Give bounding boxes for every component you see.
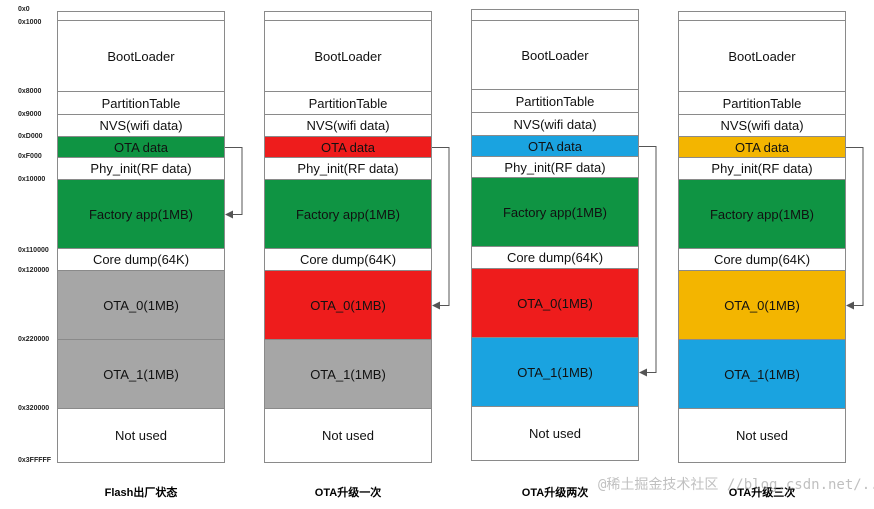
partition-ota-data: OTA data (264, 137, 432, 158)
ota-boot-arrow (639, 146, 657, 377)
partition-header (678, 11, 846, 21)
partition-phy-init-rf-data: Phy_init(RF data) (678, 158, 846, 180)
ota-boot-arrow (846, 147, 864, 310)
partition-ota-1-1mb: OTA_1(1MB) (471, 338, 639, 407)
partition-ota-0-1mb: OTA_0(1MB) (678, 271, 846, 340)
partition-partitiontable: PartitionTable (264, 92, 432, 115)
address-label: 0xF000 (18, 153, 42, 160)
address-label: 0xD000 (18, 133, 43, 140)
address-label: 0x10000 (18, 176, 46, 183)
partition-phy-init-rf-data: Phy_init(RF data) (57, 158, 225, 180)
partition-ota-1-1mb: OTA_1(1MB) (57, 340, 225, 409)
partition-not-used: Not used (264, 409, 432, 463)
address-label: 0x220000 (18, 336, 50, 343)
ota-boot-arrow (225, 147, 243, 219)
partition-nvs-wifi-data: NVS(wifi data) (678, 115, 846, 137)
partition-core-dump-64k: Core dump(64K) (471, 247, 639, 269)
partition-header (264, 11, 432, 21)
partition-ota-data: OTA data (57, 137, 225, 158)
partition-partitiontable: PartitionTable (471, 90, 639, 113)
partition-ota-0-1mb: OTA_0(1MB) (471, 269, 639, 338)
partition-ota-1-1mb: OTA_1(1MB) (678, 340, 846, 409)
partition-ota-data: OTA data (471, 136, 639, 157)
partition-core-dump-64k: Core dump(64K) (264, 249, 432, 271)
partition-partitiontable: PartitionTable (57, 92, 225, 115)
partition-phy-init-rf-data: Phy_init(RF data) (471, 157, 639, 178)
address-label: 0x0 (18, 6, 30, 13)
partition-nvs-wifi-data: NVS(wifi data) (57, 115, 225, 137)
partition-ota-0-1mb: OTA_0(1MB) (57, 271, 225, 340)
address-label: 0x120000 (18, 267, 50, 274)
partition-factory-app-1mb: Factory app(1MB) (264, 180, 432, 249)
partition-header (471, 9, 639, 21)
partition-ota-1-1mb: OTA_1(1MB) (264, 340, 432, 409)
partition-phy-init-rf-data: Phy_init(RF data) (264, 158, 432, 180)
column-caption: Flash出厂状态 (104, 487, 178, 499)
partition-core-dump-64k: Core dump(64K) (57, 249, 225, 271)
column-caption: OTA升级三次 (728, 487, 796, 499)
partition-not-used: Not used (57, 409, 225, 463)
address-label: 0x320000 (18, 405, 50, 412)
address-label: 0x1000 (18, 19, 42, 26)
address-label: 0x110000 (18, 247, 49, 254)
address-label: 0x3FFFFF (18, 457, 52, 464)
partition-not-used: Not used (471, 407, 639, 461)
partition-nvs-wifi-data: NVS(wifi data) (264, 115, 432, 137)
partition-bootloader: BootLoader (264, 21, 432, 92)
partition-factory-app-1mb: Factory app(1MB) (471, 178, 639, 247)
partition-nvs-wifi-data: NVS(wifi data) (471, 113, 639, 136)
address-label: 0x9000 (18, 111, 42, 118)
column-caption: OTA升级一次 (314, 487, 382, 499)
partition-bootloader: BootLoader (57, 21, 225, 92)
address-label: 0x8000 (18, 88, 42, 95)
partition-partitiontable: PartitionTable (678, 92, 846, 115)
partition-not-used: Not used (678, 409, 846, 463)
partition-bootloader: BootLoader (678, 21, 846, 92)
partition-header (57, 11, 225, 21)
watermark: @稀土掘金技术社区 //blog.csdn.net/... (598, 477, 874, 493)
ota-boot-arrow (432, 147, 450, 310)
partition-bootloader: BootLoader (471, 21, 639, 90)
partition-ota-data: OTA data (678, 137, 846, 158)
partition-core-dump-64k: Core dump(64K) (678, 249, 846, 271)
partition-ota-0-1mb: OTA_0(1MB) (264, 271, 432, 340)
partition-factory-app-1mb: Factory app(1MB) (57, 180, 225, 249)
partition-factory-app-1mb: Factory app(1MB) (678, 180, 846, 249)
column-caption: OTA升级两次 (521, 487, 589, 499)
